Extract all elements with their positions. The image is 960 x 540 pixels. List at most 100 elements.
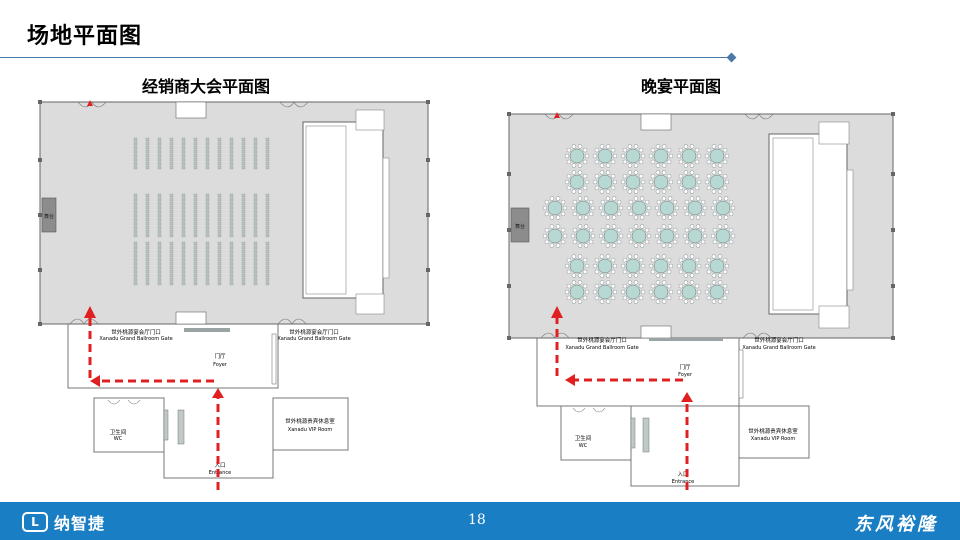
seat xyxy=(217,277,222,282)
seat xyxy=(157,141,162,146)
gate-right-label-en: Xanadu Grand Ballroom Gate xyxy=(277,336,350,342)
seat xyxy=(145,281,150,286)
seat xyxy=(133,209,138,214)
seat xyxy=(265,249,270,254)
seat xyxy=(169,273,174,278)
seat xyxy=(145,273,150,278)
round-table xyxy=(648,170,674,194)
seat xyxy=(241,145,246,150)
seat xyxy=(145,197,150,202)
seat xyxy=(145,225,150,230)
seat xyxy=(145,221,150,226)
seat xyxy=(145,257,150,262)
seat xyxy=(217,197,222,202)
seat xyxy=(241,245,246,250)
seat xyxy=(265,261,270,266)
seat xyxy=(193,229,198,234)
seat xyxy=(265,153,270,158)
seat xyxy=(157,229,162,234)
seat xyxy=(205,137,210,142)
seat xyxy=(265,265,270,270)
seat xyxy=(205,221,210,226)
seat xyxy=(241,249,246,254)
seat xyxy=(241,253,246,258)
title-divider-dot xyxy=(726,52,737,63)
seat xyxy=(169,229,174,234)
seat xyxy=(157,257,162,262)
seat xyxy=(193,277,198,282)
gate-right-label: 世外桃源宴会厅门口 xyxy=(754,336,804,344)
seat xyxy=(265,269,270,274)
seat xyxy=(253,157,258,162)
seat xyxy=(181,165,186,170)
seat xyxy=(145,269,150,274)
seat xyxy=(253,277,258,282)
seat xyxy=(133,165,138,170)
seat xyxy=(229,273,234,278)
seat xyxy=(169,157,174,162)
seat xyxy=(145,193,150,198)
seat xyxy=(193,193,198,198)
seat xyxy=(265,217,270,222)
seat xyxy=(229,245,234,250)
seat xyxy=(193,153,198,158)
seat xyxy=(253,137,258,142)
seat xyxy=(205,153,210,158)
entrance-label-en: Entrance xyxy=(209,470,231,476)
seat xyxy=(217,249,222,254)
round-table xyxy=(710,196,736,220)
seating-area xyxy=(133,137,270,286)
seat xyxy=(133,197,138,202)
seat xyxy=(265,229,270,234)
seat xyxy=(145,241,150,246)
seat xyxy=(157,225,162,230)
stage-label: 舞台 xyxy=(515,223,525,230)
round-table xyxy=(682,224,708,248)
seat xyxy=(193,269,198,274)
seat xyxy=(193,149,198,154)
seat xyxy=(169,141,174,146)
seat xyxy=(169,161,174,166)
stage-block xyxy=(510,207,530,243)
seat xyxy=(133,249,138,254)
luxgen-logo-text: 纳智捷 xyxy=(54,514,106,533)
seat xyxy=(253,261,258,266)
seat xyxy=(181,225,186,230)
seat xyxy=(205,269,210,274)
seat xyxy=(205,197,210,202)
seat xyxy=(241,153,246,158)
seat xyxy=(193,165,198,170)
seat xyxy=(265,233,270,238)
seat xyxy=(169,257,174,262)
seat xyxy=(157,277,162,282)
seat xyxy=(145,165,150,170)
seat xyxy=(157,209,162,214)
seat xyxy=(217,245,222,250)
seat xyxy=(217,233,222,238)
luxgen-logo: L 纳智捷 xyxy=(22,511,105,533)
seat xyxy=(181,137,186,142)
seat xyxy=(229,157,234,162)
seat xyxy=(241,273,246,278)
seat xyxy=(229,209,234,214)
seat xyxy=(229,197,234,202)
seat xyxy=(169,213,174,218)
seat xyxy=(229,145,234,150)
vip-room-label-en: Xanadu VIP Room xyxy=(288,427,333,433)
seat xyxy=(133,193,138,198)
seat xyxy=(205,201,210,206)
footer-bar: L 纳智捷 18 东风裕隆 xyxy=(0,502,960,540)
seat xyxy=(145,261,150,266)
seat xyxy=(145,277,150,282)
seat xyxy=(205,225,210,230)
seat xyxy=(253,265,258,270)
seat xyxy=(229,213,234,218)
seat xyxy=(145,249,150,254)
seat xyxy=(253,217,258,222)
seat xyxy=(169,205,174,210)
seat xyxy=(253,213,258,218)
round-table xyxy=(620,170,646,194)
seat xyxy=(229,261,234,266)
seat xyxy=(133,141,138,146)
gate-left-label: 世外桃源宴会厅门口 xyxy=(111,328,161,336)
